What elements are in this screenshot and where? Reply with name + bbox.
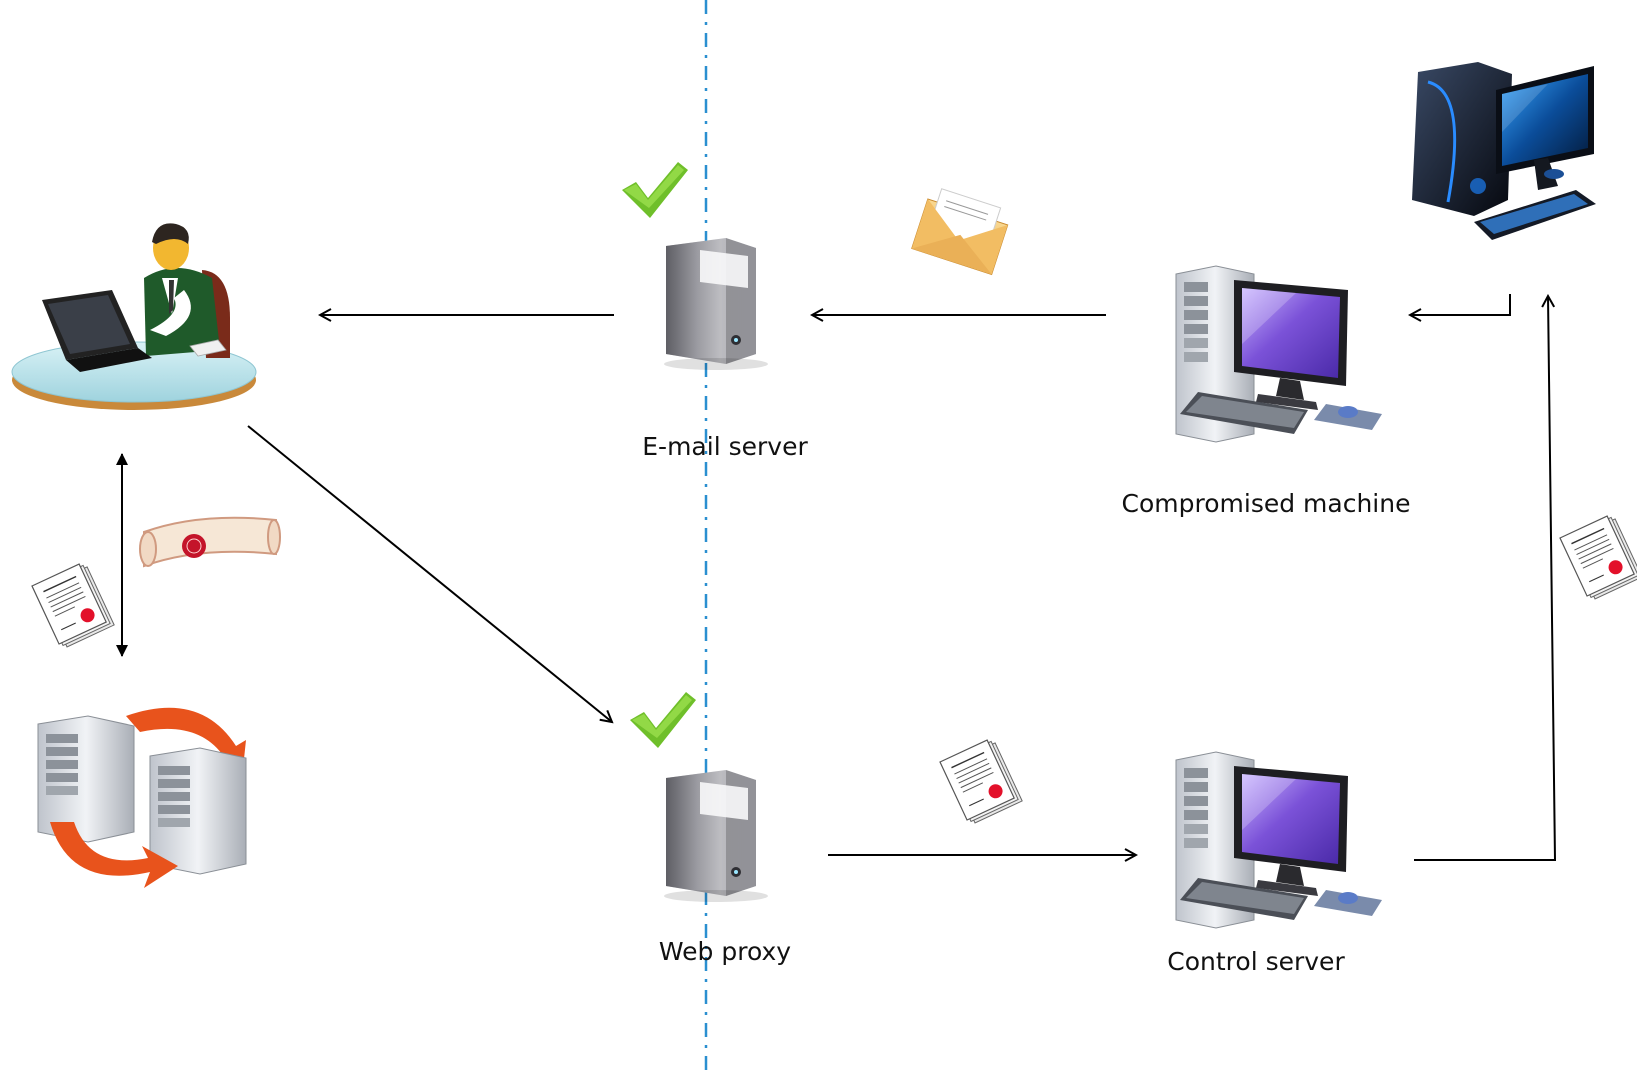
server-tower-icon (664, 238, 768, 370)
checkmark-icon-email-server (622, 162, 688, 218)
control-server-label: Control server (1167, 947, 1345, 976)
envelope-icon (911, 188, 1009, 276)
checkmark-icon-web-proxy (630, 692, 696, 748)
desktop-computer-icon (1175, 751, 1383, 929)
employee-at-laptop-icon (11, 223, 257, 410)
gaming-desktop-computer-icon (1412, 62, 1596, 240)
desktop-computer-icon (1175, 265, 1383, 443)
connection-arrows (116, 294, 1557, 861)
diploma-scroll-icon (139, 516, 281, 568)
compromised-machine-node: Compromised machine (1122, 265, 1411, 518)
server-replication-icon (37, 707, 247, 888)
certificate-document-icon-middle (939, 736, 1023, 827)
arrow-attacker-to-compromised (1410, 294, 1511, 315)
control-server-node: Control server (1167, 751, 1383, 976)
certificate-document-icon-right (1559, 512, 1637, 603)
web-proxy-node: Web proxy (659, 770, 791, 966)
email-server-label: E-mail server (642, 432, 808, 461)
server-tower-icon (664, 770, 768, 902)
certificate-document-icon-left (31, 560, 115, 651)
arrow-user-to-web-proxy (247, 425, 612, 722)
arrow-control-server-to-attacker (1414, 296, 1557, 861)
compromised-machine-label: Compromised machine (1122, 489, 1411, 518)
web-proxy-label: Web proxy (659, 937, 791, 966)
email-server-node: E-mail server (642, 238, 808, 461)
